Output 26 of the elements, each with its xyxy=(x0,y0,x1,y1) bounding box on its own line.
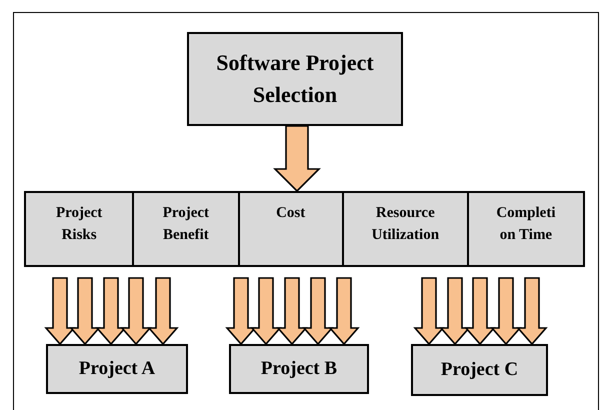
criteria-bar xyxy=(24,191,585,267)
block-arrow xyxy=(273,125,321,192)
block-arrow xyxy=(516,277,548,346)
node-label: Project A xyxy=(78,357,156,382)
block-arrow xyxy=(302,277,334,346)
block-arrow xyxy=(464,277,496,346)
node-label: Software Project Selection xyxy=(215,49,375,109)
project-box xyxy=(411,344,548,396)
block-arrow xyxy=(250,277,282,346)
block-arrow xyxy=(328,277,360,346)
node-label: Project Benefit xyxy=(162,204,210,245)
node-label: Project Risks xyxy=(54,204,104,245)
block-arrow xyxy=(147,277,179,346)
node-label: Project B xyxy=(260,357,338,382)
node-label: Completi on Time xyxy=(495,204,556,245)
project-box xyxy=(46,344,188,394)
project-box xyxy=(229,344,369,394)
node-label: Project C xyxy=(440,358,518,382)
goal-box xyxy=(187,32,403,126)
block-arrow xyxy=(490,277,522,346)
node-label: Cost xyxy=(276,204,306,223)
node-label: Resource Utilization xyxy=(370,204,440,245)
block-arrow xyxy=(69,277,101,346)
block-arrow xyxy=(120,277,152,346)
block-arrow xyxy=(413,277,445,346)
block-arrow xyxy=(276,277,308,346)
